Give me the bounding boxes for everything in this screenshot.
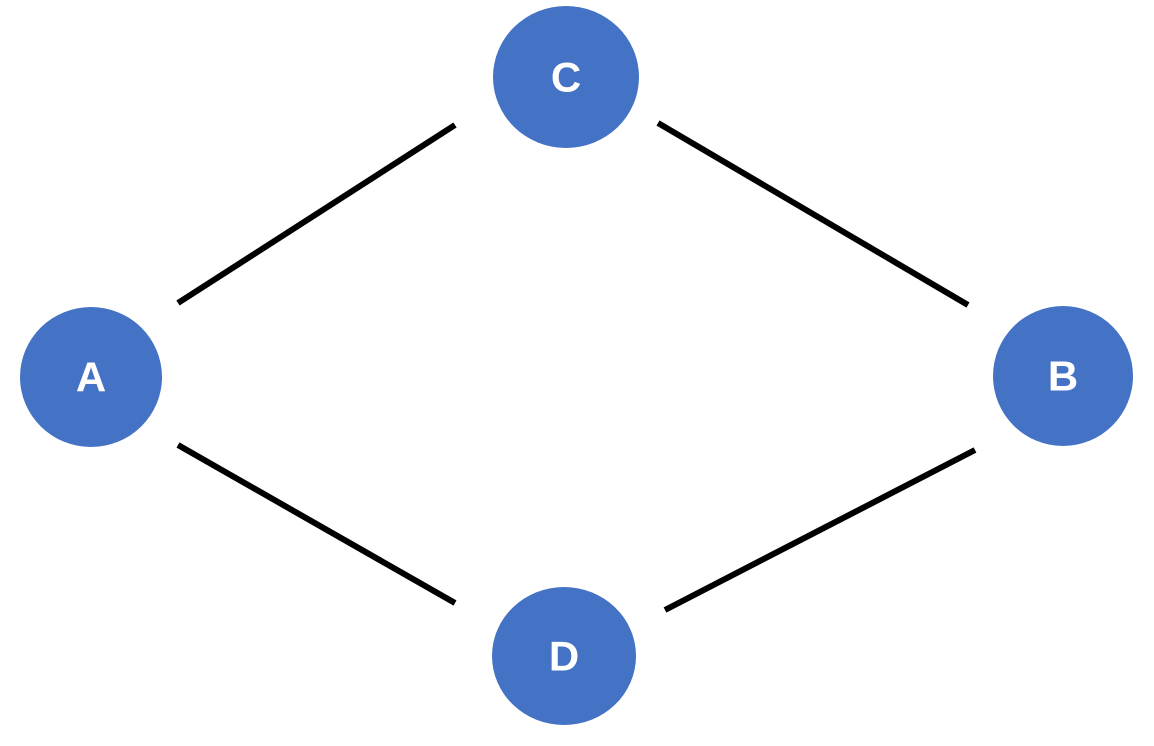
node-D-label: D: [549, 633, 579, 680]
node-A-circle: [20, 307, 162, 447]
edge-A-C: [176, 122, 457, 306]
node-B-circle: [993, 306, 1133, 446]
node-A-label: A: [76, 354, 106, 401]
edge-D-B: [663, 447, 977, 613]
node-B-label: B: [1048, 353, 1078, 400]
edge-C-B: [656, 120, 970, 308]
node-D-circle: [492, 587, 636, 725]
node-C-circle: [493, 6, 639, 148]
node-D: D: [492, 587, 636, 725]
node-B: B: [993, 306, 1133, 446]
edge-A-D: [176, 442, 457, 606]
node-A: A: [20, 307, 162, 447]
node-C: C: [493, 6, 639, 148]
node-C-label: C: [551, 54, 581, 101]
